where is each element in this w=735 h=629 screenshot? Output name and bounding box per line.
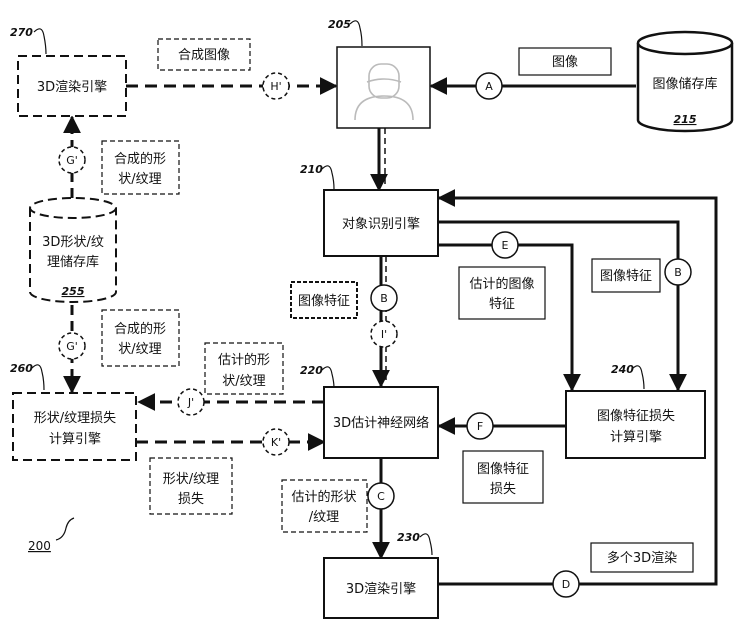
image-205-leader xyxy=(349,20,363,47)
svg-text:F: F xyxy=(477,420,483,433)
shape-store-label-2: 理储存库 xyxy=(47,254,99,270)
renderer-230-label: 3D渲染引擎 xyxy=(346,582,416,597)
note-synth-shape-bottom-1: 合成的形 xyxy=(114,321,166,337)
connector-d: D xyxy=(552,570,580,598)
svg-text:E: E xyxy=(502,239,509,252)
note-image-feature-right xyxy=(591,258,661,293)
connector-g-prime-top: G' xyxy=(58,146,86,174)
svg-text:H': H' xyxy=(270,80,281,93)
image-205-ref: 205 xyxy=(328,18,351,31)
shape-store-255 xyxy=(29,197,117,303)
image-205-box xyxy=(336,46,431,129)
connector-b-mid: B xyxy=(370,284,398,312)
note-shape-loss-1: 形状/纹理 xyxy=(163,472,219,487)
renderer-230-ref: 230 xyxy=(397,531,420,544)
network-220-label: 3D估计神经网络 xyxy=(333,415,429,431)
note-multi-render-text: 多个3D渲染 xyxy=(607,550,677,566)
renderer-270-ref: 270 xyxy=(10,26,33,39)
svg-text:G': G' xyxy=(66,340,78,353)
note-feature-loss-1: 图像特征 xyxy=(477,462,529,477)
svg-text:I': I' xyxy=(381,328,387,341)
shape-store-ref: 255 xyxy=(62,285,85,298)
note-estimated-feature-1: 估计的图像 xyxy=(469,276,534,292)
shape-loss-260-leader xyxy=(31,364,45,391)
renderer-270-box xyxy=(17,55,127,117)
note-estimated-feature xyxy=(458,266,546,320)
note-image-feature-left xyxy=(290,281,358,319)
connector-i-prime: I' xyxy=(370,320,398,348)
network-220-leader xyxy=(321,366,335,389)
svg-text:B: B xyxy=(380,292,388,305)
renderer-270-label: 3D渲染引擎 xyxy=(37,80,107,95)
image-store-label: 图像储存库 xyxy=(652,76,717,92)
connector-j-prime: J' xyxy=(177,388,205,416)
note-feature-loss xyxy=(462,450,544,504)
feature-loss-240-label-2: 计算引擎 xyxy=(610,430,662,445)
connector-e: E xyxy=(491,231,519,259)
note-shape-loss xyxy=(149,457,233,515)
shape-loss-260-box xyxy=(12,392,137,461)
shape-loss-260-ref: 260 xyxy=(10,362,33,375)
renderer-230-box xyxy=(323,557,439,619)
connector-f: F xyxy=(466,412,494,440)
note-estimated-shape-mid xyxy=(281,479,368,533)
shape-loss-260-label-2: 计算引擎 xyxy=(49,432,101,447)
feature-loss-240-label-1: 图像特征损失 xyxy=(597,409,675,424)
note-estimated-shape-left-2: 状/纹理 xyxy=(222,374,265,389)
note-estimated-shape-left-1: 估计的形 xyxy=(218,352,270,368)
recognizer-210-ref: 210 xyxy=(300,163,323,176)
connector-b-right: B xyxy=(664,258,692,286)
note-synth-shape-top-1: 合成的形 xyxy=(114,151,166,167)
svg-text:D: D xyxy=(562,578,570,591)
connector-g-prime-bottom: G' xyxy=(58,332,86,360)
svg-text:G': G' xyxy=(66,154,78,167)
note-multi-render xyxy=(590,542,694,573)
note-estimated-feature-2: 特征 xyxy=(489,297,515,312)
renderer-270-leader xyxy=(33,28,47,55)
recognizer-210-leader xyxy=(321,165,335,190)
network-220-ref: 220 xyxy=(300,364,323,377)
svg-text:B: B xyxy=(674,266,682,279)
note-synth-shape-top-2: 状/纹理 xyxy=(118,172,161,187)
network-220-box xyxy=(323,386,439,459)
connector-h-prime: H' xyxy=(262,72,290,100)
person-icon xyxy=(354,63,414,121)
note-synth-shape-top xyxy=(101,140,180,195)
note-synth-shape-bottom xyxy=(101,309,180,367)
note-estimated-shape-mid-1: 估计的形状 xyxy=(291,489,356,505)
edge-b-right xyxy=(438,220,687,392)
connector-c: C xyxy=(367,482,395,510)
svg-text:J': J' xyxy=(187,396,194,409)
connector-a: A xyxy=(475,72,503,100)
edge-e xyxy=(438,243,581,392)
figure-number: 200 xyxy=(28,539,51,553)
note-image xyxy=(518,47,612,76)
note-synth-shape-bottom-2: 状/纹理 xyxy=(118,342,161,357)
recognizer-210-box xyxy=(323,189,439,257)
note-composite-image xyxy=(157,38,251,71)
feature-loss-240-ref: 240 xyxy=(611,363,634,376)
svg-text:C: C xyxy=(377,490,385,503)
figure-number-leader xyxy=(55,517,75,541)
note-image-feature-left-text: 图像特征 xyxy=(298,294,350,309)
recognizer-210-label: 对象识别引擎 xyxy=(342,217,420,232)
note-composite-image-text: 合成图像 xyxy=(178,48,230,63)
note-estimated-shape-left xyxy=(204,342,284,395)
note-estimated-shape-mid-2: /纹理 xyxy=(309,510,339,525)
connector-k-prime: K' xyxy=(262,428,290,456)
shape-store-label-1: 3D形状/纹 xyxy=(42,235,104,250)
note-image-feature-right-text: 图像特征 xyxy=(600,269,652,284)
svg-text:A: A xyxy=(485,80,493,93)
svg-text:K': K' xyxy=(271,436,281,449)
feature-loss-240-box xyxy=(565,390,706,459)
shape-loss-260-label-1: 形状/纹理损失 xyxy=(34,411,116,426)
note-shape-loss-2: 损失 xyxy=(178,492,204,507)
note-image-text: 图像 xyxy=(552,55,578,70)
note-feature-loss-2: 损失 xyxy=(490,482,516,497)
renderer-230-leader xyxy=(419,533,433,556)
feature-loss-240-leader xyxy=(631,365,645,390)
image-store-215 xyxy=(636,30,734,133)
image-store-ref: 215 xyxy=(674,113,697,126)
